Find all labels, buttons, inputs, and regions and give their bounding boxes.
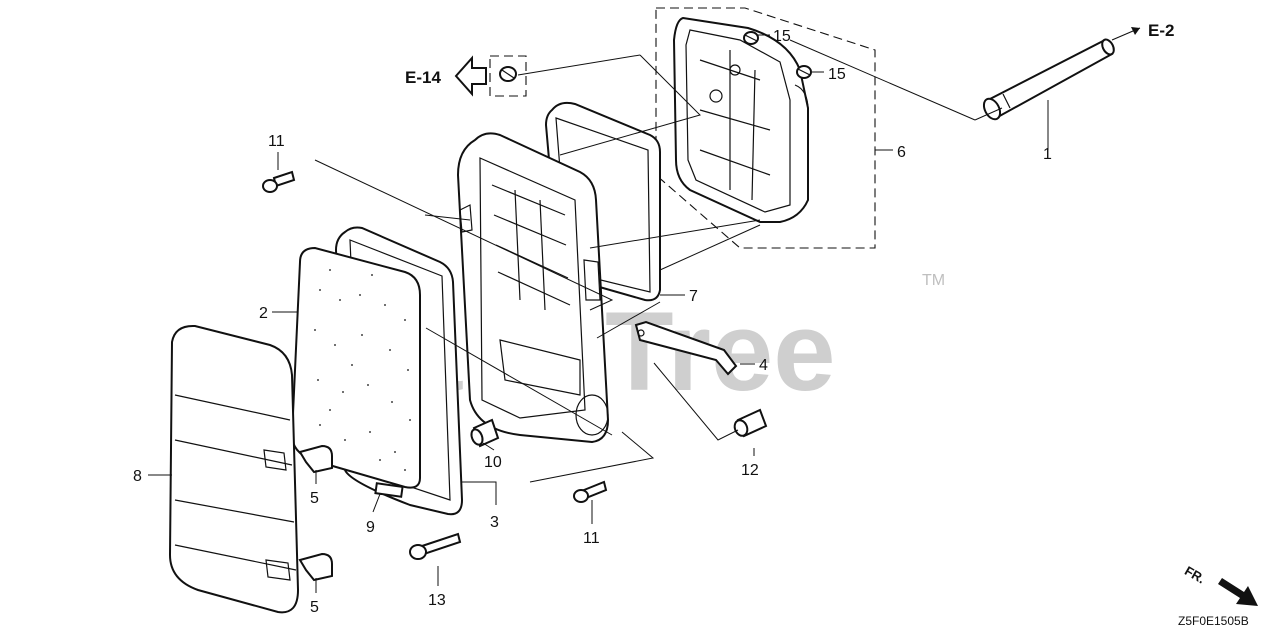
callout-4[interactable]: 4 (759, 357, 768, 374)
callout-9[interactable]: 9 (366, 519, 375, 536)
reference-e14[interactable]: E-14 (405, 68, 441, 87)
callout-15-upper[interactable]: 15 (773, 28, 791, 45)
callout-7[interactable]: 7 (689, 288, 698, 305)
drawing-code: Z5F0E1505B (1178, 614, 1249, 628)
front-direction-label: FR. (1182, 563, 1208, 586)
callout-12[interactable]: 12 (741, 462, 759, 479)
reference-nut (489, 55, 527, 97)
callout-8[interactable]: 8 (133, 468, 142, 485)
callout-6[interactable]: 6 (897, 144, 906, 161)
screw-15-upper (743, 31, 759, 45)
leader-lines (148, 34, 1049, 593)
callout-1[interactable]: 1 (1043, 146, 1052, 163)
bolt-11-upper (262, 170, 296, 193)
clip-5-upper (298, 444, 333, 474)
reference-e2[interactable]: E-2 (1148, 21, 1174, 40)
callout-2[interactable]: 2 (259, 305, 268, 322)
air-cleaner-case (655, 7, 876, 249)
clip-5-lower (298, 552, 333, 582)
front-direction-arrow (1218, 578, 1258, 606)
collar-12 (733, 408, 768, 438)
e2-arrow (1111, 27, 1141, 41)
callout-15-lower[interactable]: 15 (828, 66, 846, 83)
screw-15-lower (796, 65, 812, 79)
bolt-11-lower (573, 480, 608, 503)
callout-5-upper[interactable]: 5 (310, 490, 319, 507)
callout-13[interactable]: 13 (428, 592, 446, 609)
bolt-13 (409, 532, 462, 560)
element-case (456, 132, 610, 444)
callout-5-lower[interactable]: 5 (310, 599, 319, 616)
callout-11-upper[interactable]: 11 (268, 133, 285, 150)
bracket (634, 320, 738, 376)
callout-10[interactable]: 10 (484, 454, 502, 471)
callout-11-lower[interactable]: 11 (583, 530, 600, 547)
collar-10 (470, 418, 500, 448)
callout-3[interactable]: 3 (490, 514, 499, 531)
air-cleaner-cover (168, 324, 300, 614)
trademark-mark: TM (922, 272, 945, 289)
e14-arrow (454, 55, 487, 97)
